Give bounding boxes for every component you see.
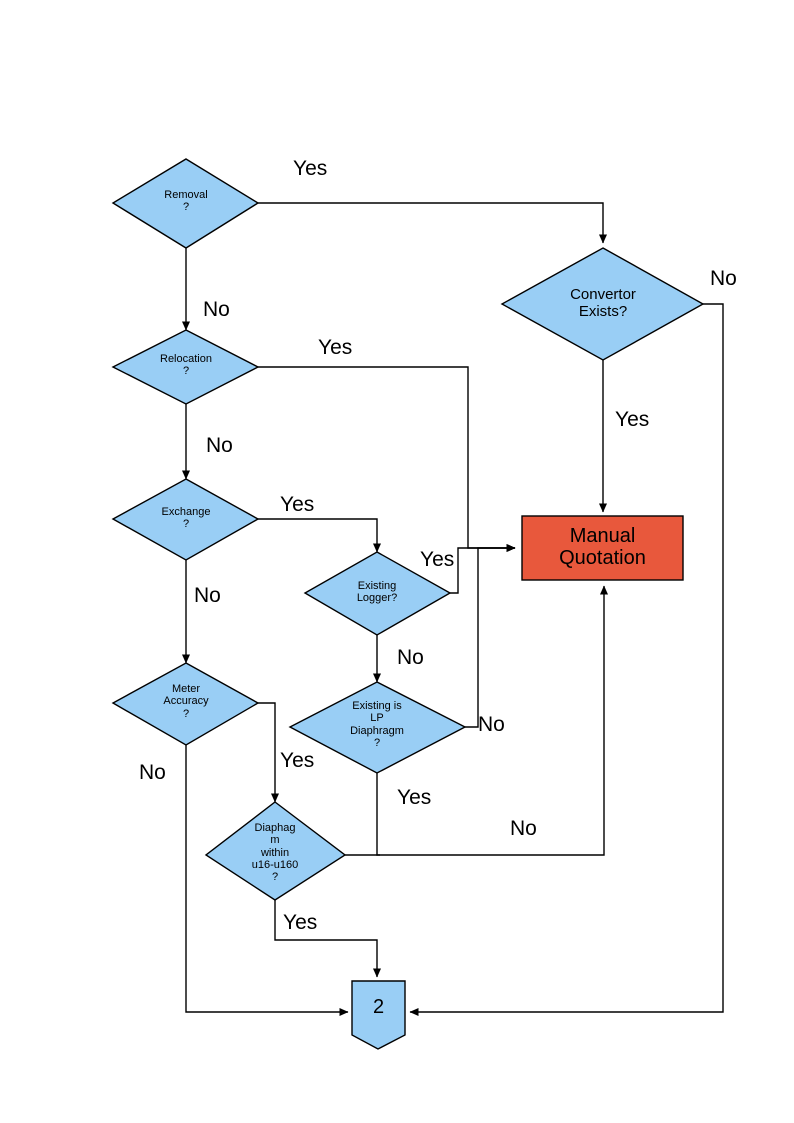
edge-label-lp-yes: Yes bbox=[397, 786, 432, 809]
edge-label-removal-yes: Yes bbox=[293, 157, 328, 180]
edge-convertor-no bbox=[409, 303, 724, 1016]
node-existing-logger[interactable] bbox=[303, 551, 452, 636]
edge-label-diaphragm-yes: Yes bbox=[283, 911, 318, 934]
node-relocation[interactable] bbox=[111, 329, 260, 405]
node-meter-accuracy[interactable] bbox=[111, 662, 260, 746]
node-existing-lp-diaphragm[interactable] bbox=[288, 681, 467, 774]
edge-label-convertor-yes: Yes bbox=[615, 408, 650, 431]
edge-lp-yes bbox=[376, 585, 608, 856]
edge-label-exchange-yes: Yes bbox=[280, 493, 315, 516]
edge-logger-yes bbox=[450, 544, 516, 594]
node-diaphragm-size[interactable] bbox=[204, 801, 347, 901]
node-connector-2[interactable] bbox=[351, 980, 406, 1050]
edge-label-diaphragm-no: No bbox=[510, 817, 537, 840]
node-exchange[interactable] bbox=[111, 478, 260, 561]
edge-label-removal-no: No bbox=[203, 298, 230, 321]
node-manual-quotation[interactable] bbox=[521, 515, 684, 581]
node-convertor-exists[interactable] bbox=[500, 247, 705, 361]
edge-label-relocation-no: No bbox=[206, 434, 233, 457]
edge-label-accuracy-no: No bbox=[139, 761, 166, 784]
edge-relocation-yes bbox=[258, 366, 516, 552]
edge-label-logger-no: No bbox=[397, 646, 424, 669]
node-removal[interactable] bbox=[111, 158, 260, 249]
edge-accuracy-no bbox=[185, 745, 349, 1016]
edge-label-lp-no: No bbox=[478, 713, 505, 736]
edge-label-accuracy-yes: Yes bbox=[280, 749, 315, 772]
edge-label-logger-yes: Yes bbox=[420, 548, 455, 571]
edge-accuracy-yes bbox=[258, 702, 279, 803]
edge-label-exchange-no: No bbox=[194, 584, 221, 607]
edge-diaphragm-yes bbox=[274, 900, 381, 978]
edge-label-relocation-yes: Yes bbox=[318, 336, 353, 359]
edge-exchange-yes bbox=[258, 518, 381, 553]
edge-label-convertor-no: No bbox=[710, 267, 737, 290]
edge-lp-no bbox=[465, 544, 516, 728]
edge-removal-yes bbox=[258, 202, 607, 244]
